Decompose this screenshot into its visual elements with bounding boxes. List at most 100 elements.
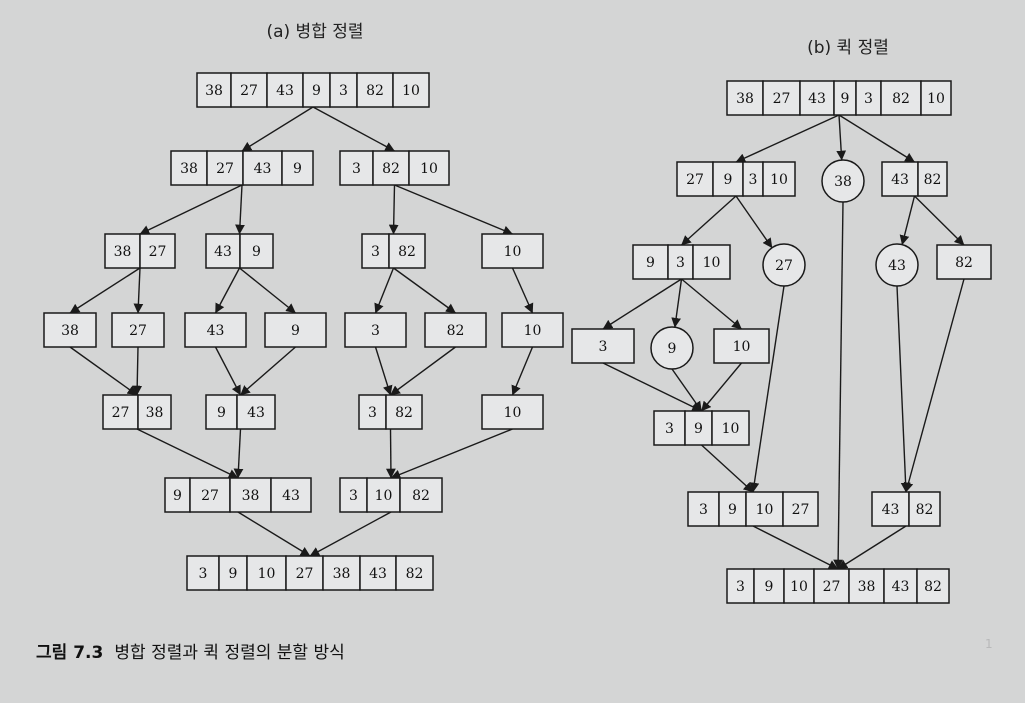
array-value: 82 bbox=[395, 405, 413, 421]
array-value: 82 bbox=[924, 172, 942, 188]
quick-edge-q12-q14 bbox=[752, 525, 839, 570]
pivot-value: 43 bbox=[888, 258, 906, 274]
array-cell bbox=[395, 555, 434, 591]
array-value: 38 bbox=[333, 566, 351, 582]
array-cell bbox=[270, 477, 312, 513]
array-value: 3 bbox=[749, 172, 758, 188]
merge-edge-m16-m19 bbox=[386, 428, 396, 479]
array-cell bbox=[783, 568, 815, 604]
array-cell bbox=[408, 150, 450, 186]
array-cell bbox=[302, 72, 331, 108]
quick-edge-q1-q5 bbox=[735, 195, 773, 249]
array-value: 27 bbox=[792, 502, 810, 518]
array-cell bbox=[164, 477, 191, 513]
footnote-mark: 1 bbox=[985, 637, 993, 651]
array-value: 38 bbox=[242, 488, 260, 504]
array-cell bbox=[908, 491, 941, 527]
quick-edge-q11-q12 bbox=[701, 444, 754, 493]
array-value: 82 bbox=[406, 566, 424, 582]
array-value: 27 bbox=[296, 566, 314, 582]
array-value: 43 bbox=[276, 83, 294, 99]
merge-edge-m1-m3 bbox=[139, 184, 243, 235]
array-cell bbox=[936, 244, 992, 280]
array-value: 38 bbox=[736, 91, 754, 107]
quick-edge-q13-q14 bbox=[837, 525, 907, 570]
array-value: 27 bbox=[773, 91, 791, 107]
merge-edge-m2-m6 bbox=[394, 184, 513, 235]
array-value: 9 bbox=[293, 161, 302, 177]
merge-edge-m7-m14 bbox=[69, 346, 138, 396]
array-value: 10 bbox=[722, 421, 740, 437]
array-cell bbox=[871, 491, 910, 527]
array-value: 82 bbox=[916, 502, 934, 518]
array-value: 9 bbox=[765, 579, 774, 595]
array-cell bbox=[206, 150, 244, 186]
merge-edge-m11-m16 bbox=[374, 346, 393, 396]
array-value: 43 bbox=[207, 323, 225, 339]
array-value: 10 bbox=[756, 502, 774, 518]
merge-node-m6: 10 bbox=[481, 233, 544, 269]
merge-node-m12: 82 bbox=[424, 312, 487, 348]
array-cell bbox=[139, 233, 176, 269]
array-value: 9 bbox=[724, 172, 733, 188]
array-cell bbox=[392, 72, 430, 108]
array-value: 43 bbox=[282, 488, 300, 504]
quick-edge-q5-q12 bbox=[749, 285, 785, 493]
array-cell bbox=[718, 491, 747, 527]
array-value: 43 bbox=[369, 566, 387, 582]
array-value: 10 bbox=[770, 172, 788, 188]
array-value: 3 bbox=[352, 161, 361, 177]
array-value: 27 bbox=[201, 488, 219, 504]
array-value: 10 bbox=[790, 579, 808, 595]
array-cell bbox=[329, 72, 358, 108]
array-value: 82 bbox=[382, 161, 400, 177]
array-cell bbox=[726, 80, 764, 116]
array-value: 27 bbox=[240, 83, 258, 99]
merge-edge-m5-m12 bbox=[393, 267, 456, 314]
array-value: 3 bbox=[371, 244, 380, 260]
merge-edge-m5-m11 bbox=[374, 267, 395, 314]
array-cell bbox=[111, 312, 165, 348]
merge-edge-m14-m18 bbox=[136, 428, 239, 479]
merge-edge-m3-m8 bbox=[133, 267, 144, 314]
array-cell bbox=[424, 312, 487, 348]
quick-edge-q4-q8 bbox=[602, 278, 682, 330]
quick-edge-q6-q13 bbox=[896, 285, 911, 493]
merge-node-m17: 10 bbox=[481, 394, 544, 430]
merge-edge-m9-m15 bbox=[214, 346, 242, 396]
array-cell bbox=[186, 555, 220, 591]
array-cell bbox=[388, 233, 426, 269]
array-cell bbox=[356, 72, 394, 108]
array-cell bbox=[43, 312, 97, 348]
pivot-value: 38 bbox=[834, 174, 852, 190]
array-value: 27 bbox=[216, 161, 234, 177]
array-cell bbox=[883, 568, 918, 604]
pivot-circle bbox=[762, 243, 806, 287]
array-cell bbox=[399, 477, 443, 513]
merge-node-m10: 9 bbox=[264, 312, 327, 348]
pivot-circle bbox=[875, 243, 919, 287]
array-cell bbox=[880, 80, 922, 116]
array-cell bbox=[344, 312, 407, 348]
merge-node-m13: 10 bbox=[501, 312, 564, 348]
array-cell bbox=[184, 312, 247, 348]
merge-edge-m8-m14 bbox=[132, 346, 143, 396]
array-value: 38 bbox=[205, 83, 223, 99]
array-value: 43 bbox=[882, 502, 900, 518]
array-value: 3 bbox=[599, 339, 608, 355]
array-value: 43 bbox=[892, 579, 910, 595]
array-cell bbox=[339, 150, 374, 186]
figure-caption: 그림 7.3 병합 정렬과 퀵 정렬의 분할 방식 bbox=[36, 643, 345, 663]
array-value: 3 bbox=[199, 566, 208, 582]
array-cell bbox=[281, 150, 314, 186]
